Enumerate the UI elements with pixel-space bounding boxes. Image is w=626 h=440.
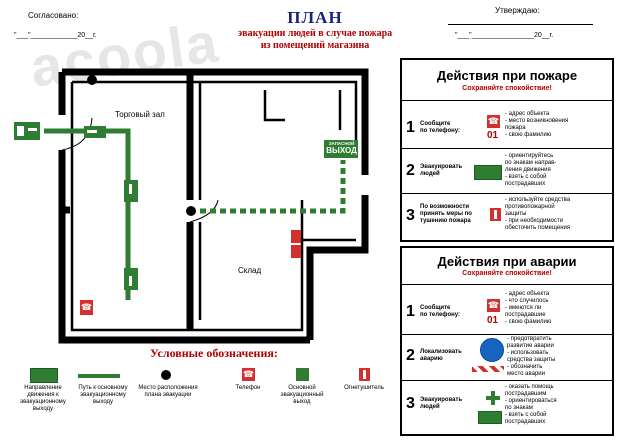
step-list: - оказать помощь пострадавшим- ориентиро… — [505, 384, 557, 425]
legend-phone-icon: ☎ — [242, 368, 255, 381]
legend-title: Условные обозначения: — [150, 346, 278, 360]
emergency-number: 01 — [487, 315, 499, 326]
legend-extinguisher-icon — [359, 368, 370, 381]
extinguisher-icon-plan-1 — [291, 230, 301, 243]
plan-location-dot — [87, 75, 97, 85]
step-list: - предотвратить развитие аварии- использ… — [507, 336, 556, 377]
legend-direction-icon — [30, 368, 58, 383]
exit-sign-icon — [474, 165, 502, 180]
approved-date-line: "___"________________20__г. — [455, 32, 554, 39]
emergency-exit-sign — [324, 140, 358, 158]
legend-path-icon — [78, 374, 120, 378]
secondary-evac-path — [200, 160, 346, 214]
accident-panel-title: Действия при аварии — [437, 254, 577, 269]
extinguisher-icon — [490, 208, 501, 221]
plan-title: ПЛАН — [287, 8, 343, 27]
step-number: 2 — [406, 162, 415, 179]
phone-icon-plan — [80, 300, 93, 315]
legend-plan-location-icon — [161, 370, 171, 380]
entrance-door-arc — [61, 117, 93, 151]
accident-actions-panel: Действия при аварии Сохраняйте спокойств… — [400, 246, 614, 436]
step-number: 1 — [406, 303, 415, 320]
step-number: 3 — [406, 207, 415, 224]
step-list: - адрес объекта- что случилось- имеются … — [505, 291, 552, 325]
legend-main-exit-icon — [296, 368, 309, 381]
fire-panel-subtitle: Сохраняйте спокойствие! — [462, 85, 552, 92]
main-evac-path — [44, 128, 131, 300]
exit-sign-line-2: ВЫХОД — [326, 146, 357, 155]
emergency-exit-text: ЗАПАСНОЙ ВЫХОД — [325, 141, 358, 156]
hazard-tape-icon — [472, 366, 504, 372]
subtitle-line-1: эвакуации людей в случае пожара — [237, 28, 393, 39]
step-number: 1 — [406, 119, 415, 136]
exit-sign-icon — [478, 411, 502, 424]
step-list: - адрес объекта- место возникновения пож… — [505, 111, 569, 138]
inner-walls — [70, 80, 358, 332]
door-arc — [189, 199, 219, 223]
legend-label-phone: Телефон — [235, 385, 261, 391]
room-label-storage: Склад — [238, 266, 262, 275]
legend-label-extinguisher: Огнетушитель — [344, 385, 384, 391]
approved-label: Утверждаю: — [495, 6, 540, 15]
emergency-number: 01 — [487, 130, 499, 141]
extinguisher-icon-plan-2 — [291, 245, 301, 258]
step-list: - используйте средства противопожарной з… — [505, 197, 571, 231]
room-label-hall: Торговый зал — [115, 110, 165, 119]
accident-panel-subtitle: Сохраняйте спокойствие! — [462, 270, 552, 277]
plan-subtitle: эвакуации людей в случае пожара из помещ… — [220, 28, 410, 52]
phone-icon: ☎ — [487, 299, 500, 312]
agreed-date-line: "___"____________20__г. — [14, 32, 97, 39]
fire-panel-title: Действия при пожаре — [436, 68, 578, 83]
fire-actions-panel: Действия при пожаре Сохраняйте спокойств… — [400, 58, 614, 242]
exit-sign-line-1: ЗАПАСНОЙ — [328, 141, 355, 146]
step-number: 3 — [406, 395, 415, 412]
first-aid-icon — [486, 391, 500, 405]
phone-icon: ☎ — [487, 115, 500, 128]
plan-location-dot-2 — [186, 206, 196, 216]
step-number: 2 — [406, 347, 415, 364]
phone-glyph-plan: ☎ — [80, 302, 93, 312]
gas-mask-icon — [480, 338, 504, 362]
agreed-label: Согласовано: — [28, 11, 79, 20]
signature-line — [448, 24, 593, 25]
plan-walls — [58, 68, 369, 344]
step-list: - ориентируйтесь по знакам направ- ления… — [505, 153, 557, 187]
subtitle-line-2: из помещений магазина — [260, 40, 370, 51]
